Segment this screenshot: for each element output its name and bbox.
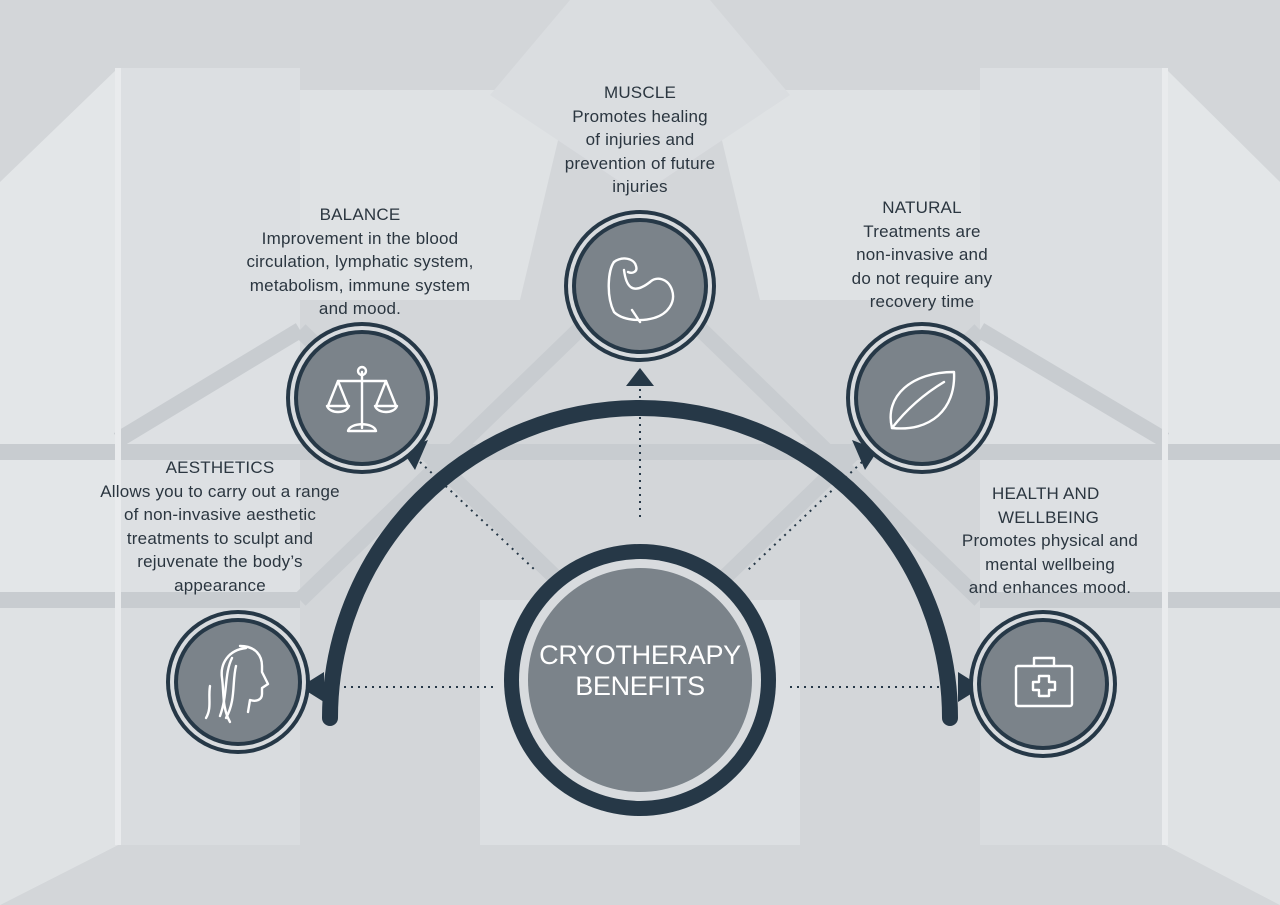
natural-title: NATURAL xyxy=(882,198,962,217)
health-desc-line-3: and enhances mood. xyxy=(968,578,1132,597)
center-title: CRYOTHERAPY BENEFITS xyxy=(500,640,780,702)
benefits-arc xyxy=(322,400,958,726)
health-title-line-2: WELLBEING xyxy=(998,507,1099,527)
muscle-desc-line-3: prevention of future xyxy=(564,153,716,173)
health-desc-line-1: Promotes physical and xyxy=(961,531,1139,550)
aesthetics-desc-line-2: of non-invasive aesthetic xyxy=(123,505,317,524)
muscle-desc-line-4: injuries xyxy=(612,177,668,196)
muscle-label: MUSCLE Promotes healing of injuries and … xyxy=(520,81,760,199)
health-circle xyxy=(969,610,1117,758)
health-desc-line-2: mental wellbeing xyxy=(985,554,1115,574)
leaf-icon xyxy=(889,370,956,430)
aesthetics-label: AESTHETICS Allows you to carry out a ran… xyxy=(60,456,380,597)
natural-label: NATURAL Treatments are non-invasive and … xyxy=(812,196,1032,314)
aesthetics-desc-line-4: rejuvenate the body’s xyxy=(137,552,303,571)
first-aid-kit-icon xyxy=(1014,656,1074,708)
aesthetics-desc-line-5: appearance xyxy=(174,575,266,595)
center-title-line-1: CRYOTHERAPY xyxy=(539,640,741,670)
scales-icon xyxy=(325,365,399,433)
aesthetics-desc-line-3: treatments to sculpt and xyxy=(126,528,314,548)
natural-desc-line-4: recovery time xyxy=(869,292,975,311)
health-title-line-1: HEALTH AND xyxy=(992,484,1100,503)
muscle-desc-line-1: Promotes healing xyxy=(572,106,708,126)
natural-desc-line-2: non-invasive and xyxy=(856,245,988,264)
aesthetics-circle xyxy=(166,610,310,754)
aesthetics-title: AESTHETICS xyxy=(165,458,275,477)
center-title-line-2: BENEFITS xyxy=(575,671,705,701)
natural-desc-line-3: do not require any xyxy=(851,268,993,288)
muscle-desc-line-2: of injuries and xyxy=(585,130,695,149)
flexed-arm-icon xyxy=(607,257,675,324)
center-circle xyxy=(504,544,776,816)
balance-desc-line-3: metabolism, immune system xyxy=(249,275,471,295)
muscle-title: MUSCLE xyxy=(603,83,677,102)
natural-desc-line-1: Treatments are xyxy=(863,221,981,241)
balance-label: BALANCE Improvement in the blood circula… xyxy=(210,203,510,321)
muscle-circle xyxy=(564,210,716,362)
face-profile-icon xyxy=(204,644,270,724)
balance-desc-line-4: and mood. xyxy=(318,299,402,318)
balance-desc-line-2: circulation, lymphatic system, xyxy=(246,252,474,271)
aesthetics-desc-line-1: Allows you to carry out a range xyxy=(100,481,340,501)
balance-title: BALANCE xyxy=(319,205,401,224)
balance-desc-line-1: Improvement in the blood xyxy=(261,228,459,248)
health-label: HEALTH AND WELLBEING Promotes physical a… xyxy=(930,482,1170,600)
